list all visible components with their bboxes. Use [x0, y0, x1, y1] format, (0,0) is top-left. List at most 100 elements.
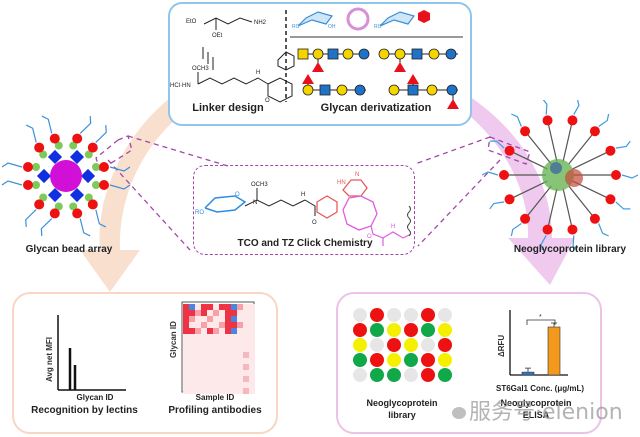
click-n2: N: [355, 172, 359, 178]
linker-blue-diamond: [36, 168, 52, 184]
heatmap-cell: [207, 322, 213, 328]
linker-blue-diamond: [47, 187, 63, 203]
click-n: N: [253, 200, 257, 206]
heatmap-cell: [249, 382, 255, 388]
tz-red-dot: [23, 180, 33, 190]
heatmap-cell: [225, 304, 231, 310]
top-panel-art: EtO NH2 OEt HCl·HN OCH3 H O RO OH RO: [170, 7, 463, 109]
tz-red-dot: [567, 115, 578, 126]
reagent-oet: OEt: [212, 33, 223, 39]
elisa-bar-low: [521, 371, 535, 376]
heatmap-cell: [231, 304, 237, 310]
dot-green: [438, 368, 452, 382]
glycan-sugar: [79, 218, 91, 237]
tco-linker: [568, 185, 593, 217]
heatmap-cell: [243, 352, 249, 358]
protein-core-blue: [550, 162, 562, 174]
heatmap-cell: [249, 328, 255, 334]
heatmap-cell: [237, 328, 243, 334]
heatmap-cell: [249, 370, 255, 376]
glycan-sugar: [95, 209, 107, 228]
click-ring-o: O: [235, 192, 240, 198]
heatmap-cell: [225, 382, 231, 388]
heatmap-cell: [243, 322, 249, 328]
linker-green-dot: [32, 163, 40, 171]
heatmap-cell: [231, 310, 237, 316]
tz-red-dot: [72, 208, 83, 219]
dot-gray: [404, 308, 418, 322]
heatmap-cell: [237, 358, 243, 364]
heatmap-cell: [207, 346, 213, 352]
neoglycoprotein-illustration: [481, 100, 639, 250]
click-carb-nh: H: [391, 224, 395, 230]
heatmap-ylabel: Glycan ID: [169, 321, 178, 358]
heatmap-cell: [189, 370, 195, 376]
heatmap-cell: [189, 364, 195, 370]
glycan-sugar: [621, 174, 639, 179]
tz-red-dot: [520, 213, 531, 224]
heatmap-cell: [219, 328, 225, 334]
heatmap-cell: [213, 304, 219, 310]
heatmap-cell: [183, 304, 189, 310]
linker-hcl: HCl·HN: [170, 83, 191, 89]
heatmap-cell: [183, 346, 189, 352]
heatmap-cell: [249, 322, 255, 328]
tco-linker: [568, 133, 593, 165]
linker-green-dot: [92, 163, 100, 171]
tz-red-dot: [589, 213, 600, 224]
heatmap-cell: [225, 364, 231, 370]
dot-green: [353, 353, 367, 367]
glycan-sugar: [542, 100, 548, 115]
heatmap-cell: [231, 382, 237, 388]
heatmap-cell: [201, 346, 207, 352]
heatmap-cell: [237, 322, 243, 328]
heatmap-cell: [249, 316, 255, 322]
carbamate: [370, 225, 412, 246]
elisa-ylabel: ΔRFU: [497, 335, 506, 357]
heatmap-cell: [189, 322, 195, 328]
dot-red: [387, 338, 401, 352]
heatmap-cell: [249, 334, 255, 340]
heatmap-cell: [189, 382, 195, 388]
heatmap-cell: [189, 316, 195, 322]
heatmap-cell: [201, 364, 207, 370]
click-chemistry-panel: [193, 165, 415, 255]
heatmap-cell: [183, 352, 189, 358]
click-co: O: [312, 220, 317, 226]
heatmap-cell: [207, 304, 213, 310]
heatmap-cell: [195, 340, 201, 346]
dot-green: [370, 323, 384, 337]
heatmap-cell: [183, 388, 189, 394]
tco-linker: [527, 133, 552, 165]
heatmap-cell: [207, 328, 213, 334]
heatmap-cell: [183, 322, 189, 328]
glycan-sugar: [572, 235, 578, 250]
heatmap-cell: [201, 334, 207, 340]
tco-linker: [547, 188, 558, 226]
pyridazine-ring: [342, 179, 368, 197]
heatmap-cell: [231, 340, 237, 346]
heatmap-cell: [237, 388, 243, 394]
linker-green-dot: [54, 141, 63, 150]
tetrazine-ring: [277, 51, 295, 71]
heatmap-cell: [183, 364, 189, 370]
dot-gray: [370, 338, 384, 352]
tz-red-dot: [504, 145, 515, 156]
heatmap-cell: [225, 328, 231, 334]
linker-reagent: [203, 17, 253, 30]
heatmap-cell: [207, 382, 213, 388]
heatmap-cell: [237, 376, 243, 382]
glycan-sugar: [511, 113, 522, 127]
heatmap-cell: [201, 304, 207, 310]
heatmap-cell: [213, 376, 219, 382]
heatmap-cell: [249, 358, 255, 364]
heatmap-cell: [213, 316, 219, 322]
glycan-sugar: [481, 171, 499, 176]
click-nh: H: [301, 192, 305, 198]
elisa-caption-2: ELISA: [522, 410, 550, 420]
wechat-icon: [452, 407, 466, 419]
linker-green-dot: [39, 193, 48, 202]
heatmap-cell: [231, 388, 237, 394]
protein-spokes: [481, 100, 639, 250]
reaction-arrows: [202, 47, 214, 70]
